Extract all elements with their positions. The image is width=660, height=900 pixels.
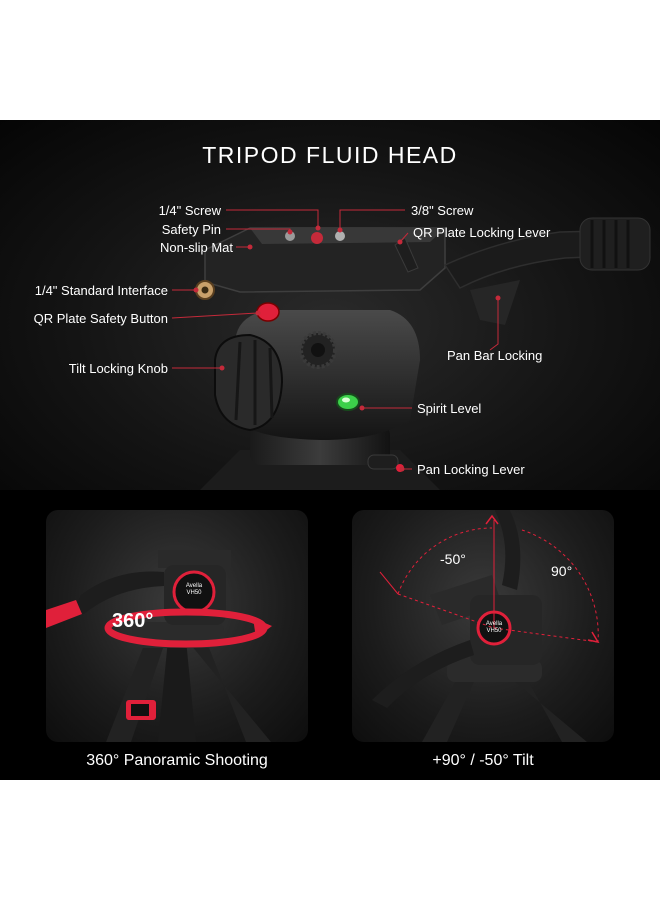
hero-section: TRIPOD FLUID HEAD <box>0 120 660 490</box>
pan-brand-bottom: VH50 <box>186 590 202 596</box>
label-safety-pin: Safety Pin <box>161 222 221 237</box>
tilt-brand-top: Avella <box>485 621 503 627</box>
tilt-plus-angle-label: 90° <box>551 563 573 579</box>
pan-degree-label: 360° <box>112 610 154 632</box>
tilt-panel: Avella VH50 -50° 90° <box>352 510 614 742</box>
label-pan-locking-lever: Pan Locking Lever <box>417 462 525 477</box>
pan-illustration <box>46 550 272 742</box>
pan-brand-top: Avella <box>185 583 203 589</box>
pan-panel: Avella VH50 360° <box>46 510 308 742</box>
label-spirit-level: Spirit Level <box>417 401 482 416</box>
page-title: TRIPOD FLUID HEAD <box>202 142 458 168</box>
fluid-head-illustration <box>171 209 651 490</box>
label-pan-bar-locking: Pan Bar Locking <box>447 348 543 363</box>
label-qr-locking-lever: QR Plate Locking Lever <box>413 225 551 240</box>
label-quarter-screw: 1/4" Screw <box>158 203 221 218</box>
tilt-caption: +90° / -50° Tilt <box>432 752 534 769</box>
product-image-frame: TRIPOD FLUID HEAD <box>0 120 660 780</box>
pan-caption: 360° Panoramic Shooting <box>86 752 268 769</box>
label-standard-interface: 1/4" Standard Interface <box>34 283 168 298</box>
label-tilt-knob: Tilt Locking Knob <box>68 361 168 376</box>
label-non-slip-mat: Non-slip Mat <box>160 240 233 255</box>
tilt-illustration <box>372 510 600 742</box>
label-qr-safety-button: QR Plate Safety Button <box>33 311 168 326</box>
tilt-brand-bottom: VH50 <box>486 628 502 634</box>
tilt-minus-angle-label: -50° <box>440 551 466 567</box>
label-three-eighths-screw: 3/8" Screw <box>411 203 474 218</box>
